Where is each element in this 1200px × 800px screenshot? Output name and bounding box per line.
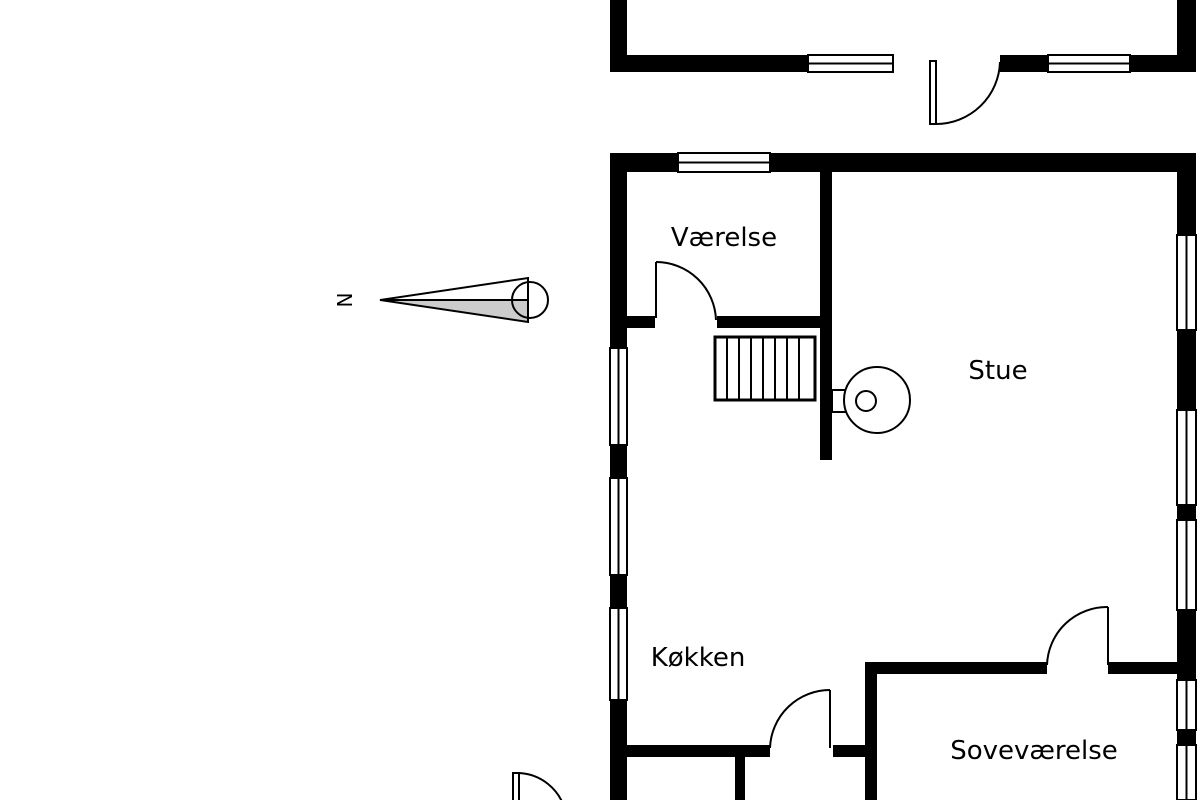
window: [1047, 54, 1131, 73]
room-label-kokken: Køkken: [651, 643, 746, 673]
entry-door: [512, 772, 563, 800]
window: [677, 152, 771, 173]
window: [807, 54, 894, 73]
windows-left: [609, 347, 628, 701]
outbuilding: [610, 0, 1196, 125]
room-label-sovevaerelse: Soveværelse: [950, 736, 1118, 766]
door: [929, 60, 1001, 125]
windows-right: [1176, 234, 1197, 800]
north-arrow-icon: N: [333, 276, 549, 324]
room-label-vaerelse: Værelse: [671, 223, 777, 253]
door: [1046, 605, 1109, 666]
stairs: [713, 335, 817, 402]
main-house: [512, 152, 1197, 800]
stove: [831, 366, 911, 434]
door: [769, 689, 831, 749]
door: [655, 261, 717, 321]
compass-label: N: [333, 293, 357, 308]
room-label-stue: Stue: [968, 356, 1027, 386]
